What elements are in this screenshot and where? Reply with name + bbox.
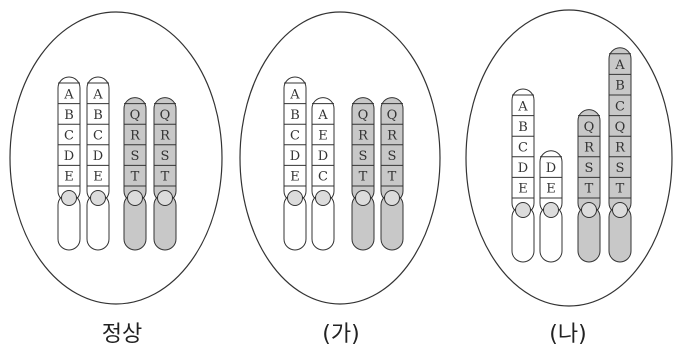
gene-label: R: [358, 129, 369, 144]
gene-label: C: [615, 99, 625, 114]
gene-label: D: [518, 161, 528, 176]
gene-label: C: [290, 129, 300, 144]
centromere: [612, 202, 628, 218]
gene-label: D: [93, 149, 103, 164]
chromosome-2-1: DE: [539, 150, 563, 263]
gene-label: A: [517, 99, 528, 114]
gene-label: R: [130, 129, 141, 144]
gene-label: Q: [160, 108, 171, 123]
caption-ga: (가): [322, 322, 360, 347]
gene-label: B: [93, 108, 103, 123]
gene-label: E: [546, 182, 556, 197]
centromere: [287, 190, 303, 206]
gene-label: Q: [358, 108, 369, 123]
gene-label: Q: [615, 120, 626, 135]
gene-label: A: [614, 58, 625, 73]
caption-normal: 정상: [101, 322, 143, 347]
cell-membrane: [239, 11, 441, 305]
centromere: [581, 202, 597, 218]
centromere: [384, 190, 400, 206]
gene-label: R: [160, 129, 171, 144]
gene-label: S: [359, 149, 368, 164]
gene-label: C: [518, 141, 528, 156]
gene-label: C: [93, 129, 103, 144]
gene-label: S: [388, 149, 397, 164]
gene-label: E: [93, 170, 103, 185]
centromere: [127, 190, 143, 206]
centromere: [515, 202, 531, 218]
centromere: [90, 190, 106, 206]
gene-label: A: [92, 87, 103, 102]
gene-label: A: [289, 87, 300, 102]
gene-label: T: [161, 170, 170, 185]
gene-label: A: [63, 87, 74, 102]
gene-label: C: [318, 170, 328, 185]
gene-label: E: [318, 129, 328, 144]
gene-label: A: [317, 108, 328, 123]
gene-label: T: [388, 170, 397, 185]
gene-label: R: [615, 141, 626, 156]
gene-label: C: [64, 129, 74, 144]
gene-label: T: [359, 170, 368, 185]
centromere: [543, 202, 559, 218]
gene-label: T: [585, 182, 594, 197]
gene-label: E: [290, 170, 300, 185]
gene-label: S: [161, 149, 170, 164]
gene-label: Q: [584, 120, 595, 135]
gene-label: S: [131, 149, 140, 164]
caption-na: (나): [549, 322, 587, 347]
gene-label: D: [546, 161, 556, 176]
centromere: [61, 190, 77, 206]
gene-label: D: [64, 149, 74, 164]
centromere: [315, 190, 331, 206]
gene-label: B: [64, 108, 74, 123]
gene-label: E: [518, 182, 528, 197]
gene-label: B: [290, 108, 300, 123]
gene-label: Q: [130, 108, 141, 123]
gene-label: B: [615, 79, 625, 94]
gene-label: D: [318, 149, 328, 164]
centromere: [157, 190, 173, 206]
gene-label: T: [131, 170, 140, 185]
gene-label: R: [387, 129, 398, 144]
gene-label: T: [616, 182, 625, 197]
gene-label: D: [290, 149, 300, 164]
cell-membrane: [465, 9, 673, 307]
gene-label: E: [64, 170, 74, 185]
gene-label: R: [584, 141, 595, 156]
centromere: [355, 190, 371, 206]
gene-label: B: [518, 120, 528, 135]
gene-label: Q: [387, 108, 398, 123]
gene-label: S: [585, 161, 594, 176]
cell-membrane: [9, 11, 223, 305]
gene-label: S: [616, 161, 625, 176]
